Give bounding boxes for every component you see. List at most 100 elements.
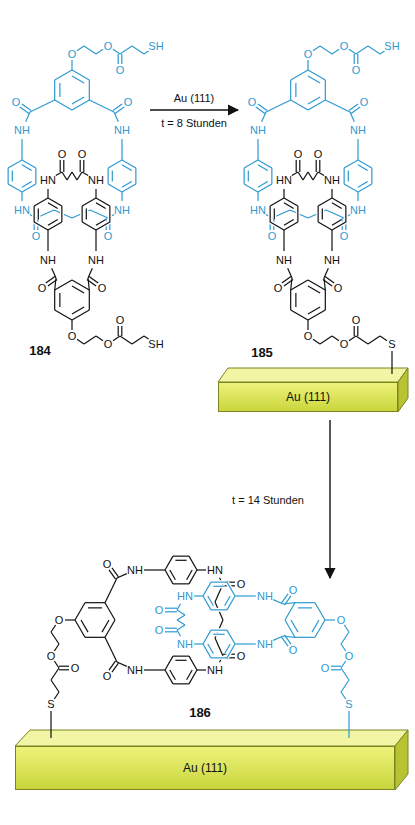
bond-line [380, 51, 385, 54]
bond-halo [284, 220, 294, 226]
bond-line [318, 172, 324, 176]
bond-halo [117, 574, 127, 578]
atom-label: O [340, 231, 349, 242]
bond-line [273, 600, 283, 604]
bond-halo [308, 307, 320, 314]
bond-halo [65, 618, 75, 622]
bond-line [170, 670, 176, 680]
bond-line [72, 76, 84, 83]
bond-halo [173, 654, 189, 658]
bond-line [291, 100, 308, 110]
bond-line [102, 620, 109, 632]
bond-line [325, 80, 326, 100]
atom-label: NH [350, 205, 366, 216]
bond-line [308, 97, 320, 104]
bond-halo [244, 184, 258, 192]
bond-line [8, 168, 9, 184]
bond-halo [235, 594, 249, 598]
atom-label: O [124, 97, 133, 108]
bond-line [56, 172, 62, 176]
bond-line [144, 669, 151, 670]
bond-halo [272, 208, 276, 219]
bond-line [72, 280, 89, 290]
bond-halo [120, 54, 124, 64]
bond-line [325, 100, 350, 112]
bond-line [320, 336, 332, 344]
bond-line [332, 336, 339, 341]
bond-line [55, 280, 72, 290]
bond-line [177, 615, 185, 620]
bond-halo [34, 198, 48, 206]
bond-line [297, 206, 298, 222]
bond-line [313, 172, 318, 180]
bond-line [72, 310, 89, 320]
bond-line [284, 222, 298, 230]
bond-halo [189, 556, 197, 570]
bond-halo [368, 46, 380, 54]
bond-line [51, 668, 59, 680]
bond-halo [356, 139, 360, 146]
bond-line [62, 172, 67, 180]
bond-halo [173, 582, 189, 586]
bond-line [345, 206, 346, 222]
bond-halo [332, 49, 339, 54]
bond-halo [320, 46, 332, 54]
atom-label: O [321, 663, 330, 674]
atom-label: NH [127, 665, 143, 676]
bond-line [249, 595, 256, 596]
bond-line [59, 83, 60, 97]
bond-line [358, 160, 372, 168]
bond-halo [225, 596, 231, 606]
bond-line [170, 570, 176, 580]
bond-line [244, 160, 258, 168]
bond-line [316, 160, 317, 172]
bond-line [72, 97, 84, 104]
bond-line [349, 104, 358, 111]
bond-line [48, 198, 62, 206]
bond-line [189, 670, 197, 684]
bond-line [144, 51, 149, 54]
bond-line [82, 206, 83, 222]
atom-label: O [352, 65, 361, 76]
bond-halo [105, 603, 115, 620]
bond-line [325, 619, 335, 620]
bond-halo [108, 184, 122, 192]
atom-label: O [12, 97, 21, 108]
bond-line [341, 680, 349, 692]
bond-line [144, 336, 149, 339]
bond-halo [249, 594, 256, 598]
bond-halo [165, 556, 173, 570]
bond-line [194, 643, 203, 644]
bond-halo [22, 165, 32, 171]
bond-line [356, 46, 368, 54]
atom-label: O [71, 663, 80, 674]
bond-halo [208, 644, 214, 654]
bond-halo [344, 184, 358, 192]
bond-halo [53, 290, 57, 310]
atom-label: SH [148, 41, 163, 52]
bond-line [211, 609, 227, 610]
bond-line [120, 46, 132, 54]
bond-line [81, 620, 88, 632]
atom-label: NH [40, 255, 56, 266]
bond-halo [356, 146, 360, 160]
bond-halo [197, 668, 206, 672]
bond-line [88, 268, 92, 278]
bond-line [189, 570, 197, 584]
bond-line [371, 168, 372, 184]
bond-halo [291, 100, 308, 110]
bond-halo [132, 336, 144, 344]
bond-line [109, 206, 110, 222]
bond-line [47, 189, 48, 198]
atom-label: NH [88, 255, 104, 266]
bond-line [105, 637, 117, 662]
gold-side-face [395, 730, 408, 790]
atom-label: O [334, 283, 343, 294]
bond-halo [262, 112, 266, 122]
bond-line [285, 620, 295, 637]
bond-line [80, 160, 81, 172]
bond-line [51, 632, 59, 644]
bond-line [256, 107, 265, 114]
bond-halo [72, 97, 84, 104]
bond-halo [75, 603, 85, 620]
